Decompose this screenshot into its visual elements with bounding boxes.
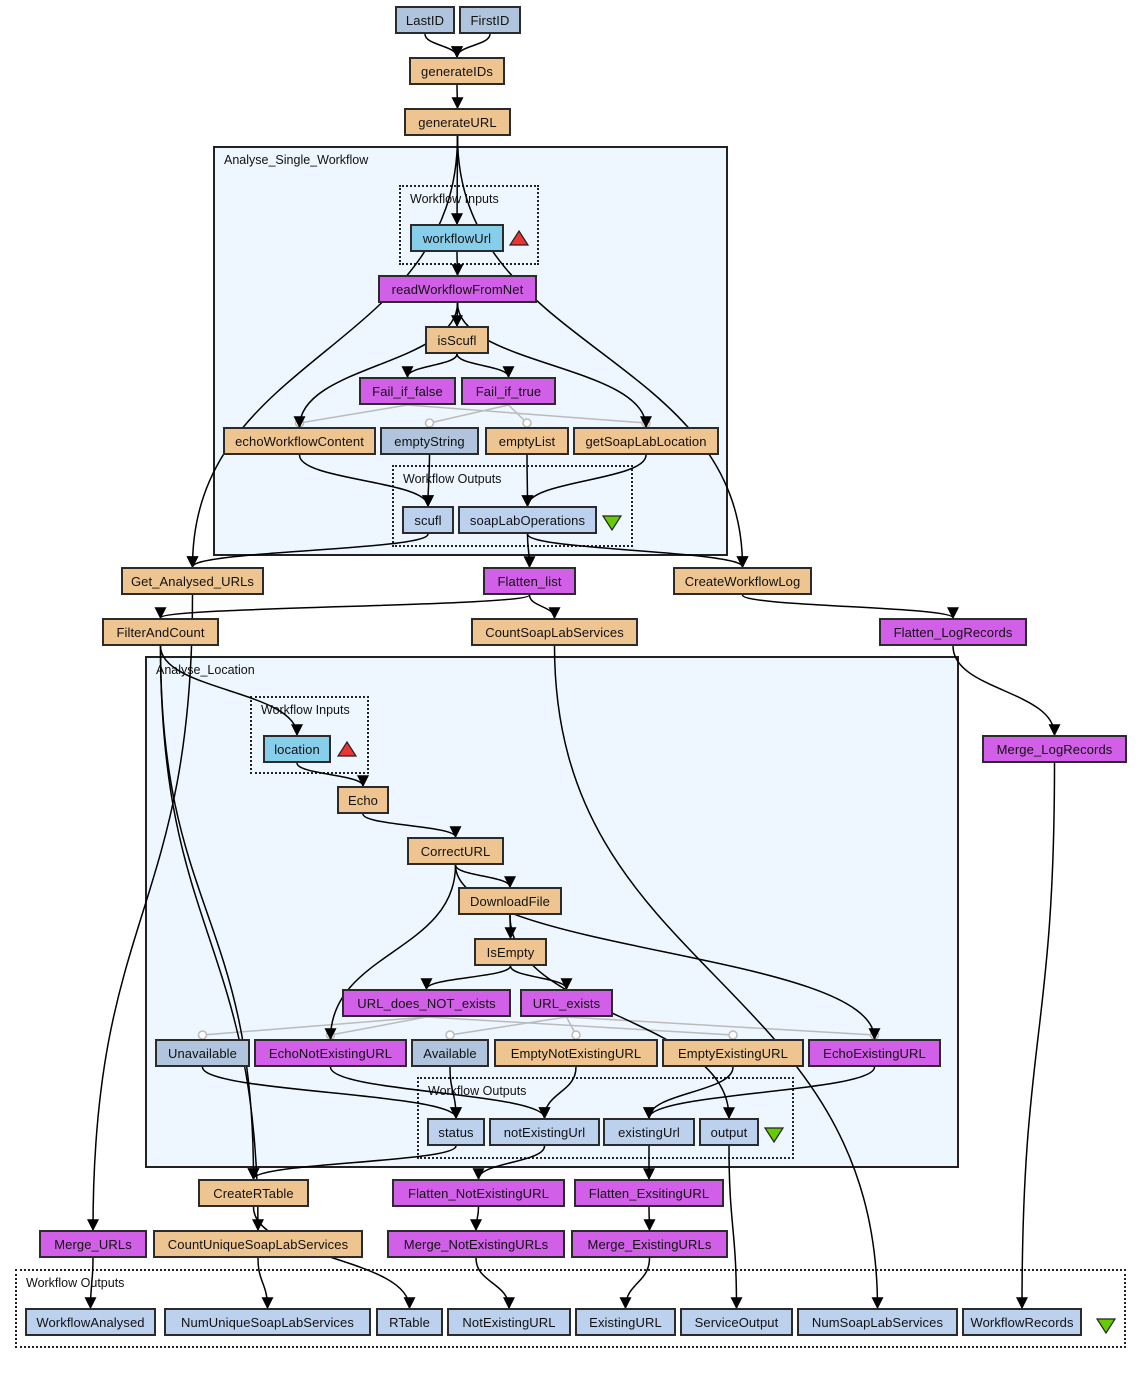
node-numuniquesoaplabservices[interactable]: NumUniqueSoapLabServices bbox=[164, 1308, 371, 1336]
node-serviceoutput[interactable]: ServiceOutput bbox=[680, 1308, 793, 1336]
node-emptynotexistingurl[interactable]: EmptyNotExistingURL bbox=[494, 1039, 658, 1067]
node-workflowrecords[interactable]: WorkflowRecords bbox=[962, 1308, 1082, 1336]
node-fail-if-false[interactable]: Fail_if_false bbox=[359, 377, 456, 405]
node-downloadfile[interactable]: DownloadFile bbox=[458, 887, 562, 915]
output-port-triangle-icon bbox=[1095, 1318, 1117, 1335]
output-port-triangle-icon bbox=[763, 1127, 785, 1144]
node-merge-urls[interactable]: Merge_URLs bbox=[39, 1230, 147, 1258]
data-link-generateids-to-generateurl bbox=[451, 84, 464, 110]
node-existingurl[interactable]: existingUrl bbox=[603, 1118, 695, 1146]
node-correcturl[interactable]: CorrectURL bbox=[407, 837, 504, 865]
node-firstid[interactable]: FirstID bbox=[459, 6, 521, 34]
node-merge-logrecords[interactable]: Merge_LogRecords bbox=[982, 735, 1127, 763]
node-notexistingurl[interactable]: notExistingUrl bbox=[489, 1118, 600, 1146]
data-link-flatten_exsitingurl-to-merge_existingurls bbox=[643, 1206, 656, 1232]
input-port-triangle-icon bbox=[336, 740, 358, 757]
input-port-triangle-icon bbox=[508, 229, 530, 246]
cluster-label: Analyse_Single_Workflow bbox=[224, 153, 369, 167]
cluster-label: Workflow Outputs bbox=[428, 1084, 527, 1098]
output-port-triangle-icon bbox=[601, 515, 623, 532]
node-status[interactable]: status bbox=[427, 1118, 485, 1146]
node-url-exists[interactable]: URL_exists bbox=[520, 989, 613, 1017]
node-echoworkflowcontent[interactable]: echoWorkflowContent bbox=[223, 427, 376, 455]
node-unavailable[interactable]: Unavailable bbox=[155, 1039, 250, 1067]
node-url-does-not-exists[interactable]: URL_does_NOT_exists bbox=[342, 989, 511, 1017]
data-link-firstid-to-generateids bbox=[451, 33, 491, 59]
node-flatten-exsitingurl[interactable]: Flatten_ExsitingURL bbox=[574, 1179, 724, 1207]
node-output[interactable]: output bbox=[699, 1118, 759, 1146]
node-notexistingurl[interactable]: NotExistingURL bbox=[447, 1308, 571, 1336]
node-fail-if-true[interactable]: Fail_if_true bbox=[461, 377, 556, 405]
node-generateurl[interactable]: generateURL bbox=[404, 108, 511, 136]
node-flatten-notexistingurl[interactable]: Flatten_NotExistingURL bbox=[392, 1179, 565, 1207]
cluster-label: Analyse_Location bbox=[156, 663, 255, 677]
node-flatten-logrecords[interactable]: Flatten_LogRecords bbox=[879, 618, 1027, 646]
node-generateids[interactable]: generateIDs bbox=[409, 57, 505, 85]
cluster-label: Workflow Inputs bbox=[410, 192, 499, 206]
node-echoexistingurl[interactable]: EchoExistingURL bbox=[808, 1039, 941, 1067]
node-echonotexistingurl[interactable]: EchoNotExistingURL bbox=[254, 1039, 407, 1067]
node-get-analysed-urls[interactable]: Get_Analysed_URLs bbox=[121, 567, 264, 595]
node-soaplaboperations[interactable]: soapLabOperations bbox=[458, 506, 597, 534]
node-echo[interactable]: Echo bbox=[337, 786, 389, 814]
node-emptyexistingurl[interactable]: EmptyExistingURL bbox=[662, 1039, 804, 1067]
data-link-flatten_logrecords-to-merge_logrecords bbox=[952, 645, 1061, 737]
node-countsoaplabservices[interactable]: CountSoapLabServices bbox=[471, 618, 638, 646]
node-getsoaplablocation[interactable]: getSoapLabLocation bbox=[573, 427, 719, 455]
cluster-label: Workflow Outputs bbox=[26, 1276, 125, 1290]
node-merge-notexistingurls[interactable]: Merge_NotExistingURLs bbox=[387, 1230, 565, 1258]
data-link-flatten_list-to-countsoaplabservices bbox=[528, 594, 561, 620]
node-rtable[interactable]: RTable bbox=[376, 1308, 443, 1336]
node-merge-existingurls[interactable]: Merge_ExistingURLs bbox=[571, 1230, 728, 1258]
data-link-createworkflowlog-to-flatten_logrecords bbox=[741, 594, 959, 620]
node-isempty[interactable]: IsEmpty bbox=[474, 938, 547, 966]
node-workflowanalysed[interactable]: WorkflowAnalysed bbox=[25, 1308, 156, 1336]
data-link-merge_logrecords-to-workflowrecords bbox=[1016, 762, 1056, 1310]
node-emptylist[interactable]: emptyList bbox=[485, 427, 569, 455]
node-flatten-list[interactable]: Flatten_list bbox=[483, 567, 576, 595]
data-link-flatten_notexistingurl-to-merge_notexistingurls bbox=[470, 1206, 483, 1232]
data-link-flatten_list-to-filterandcount bbox=[154, 594, 531, 620]
node-isscufl[interactable]: isScufl bbox=[425, 326, 489, 354]
node-scufl[interactable]: scufl bbox=[402, 506, 454, 534]
node-createworkflowlog[interactable]: CreateWorkflowLog bbox=[673, 567, 812, 595]
node-workflowurl[interactable]: workflowUrl bbox=[410, 224, 504, 252]
node-filterandcount[interactable]: FilterAndCount bbox=[102, 618, 219, 646]
node-existingurl[interactable]: ExistingURL bbox=[575, 1308, 676, 1336]
node-readworkflowfromnet[interactable]: readWorkflowFromNet bbox=[378, 275, 537, 303]
data-link-lastid-to-generateids bbox=[424, 33, 463, 59]
node-emptystring[interactable]: emptyString bbox=[380, 427, 479, 455]
cluster-label: Workflow Outputs bbox=[403, 472, 502, 486]
node-lastid[interactable]: LastID bbox=[395, 6, 455, 34]
node-creatertable[interactable]: CreateRTable bbox=[198, 1179, 309, 1207]
node-numsoaplabservices[interactable]: NumSoapLabServices bbox=[797, 1308, 958, 1336]
node-location[interactable]: location bbox=[263, 735, 331, 763]
node-countuniquesoaplabservices[interactable]: CountUniqueSoapLabServices bbox=[153, 1230, 363, 1258]
node-available[interactable]: Available bbox=[411, 1039, 489, 1067]
cluster-label: Workflow Inputs bbox=[261, 703, 350, 717]
